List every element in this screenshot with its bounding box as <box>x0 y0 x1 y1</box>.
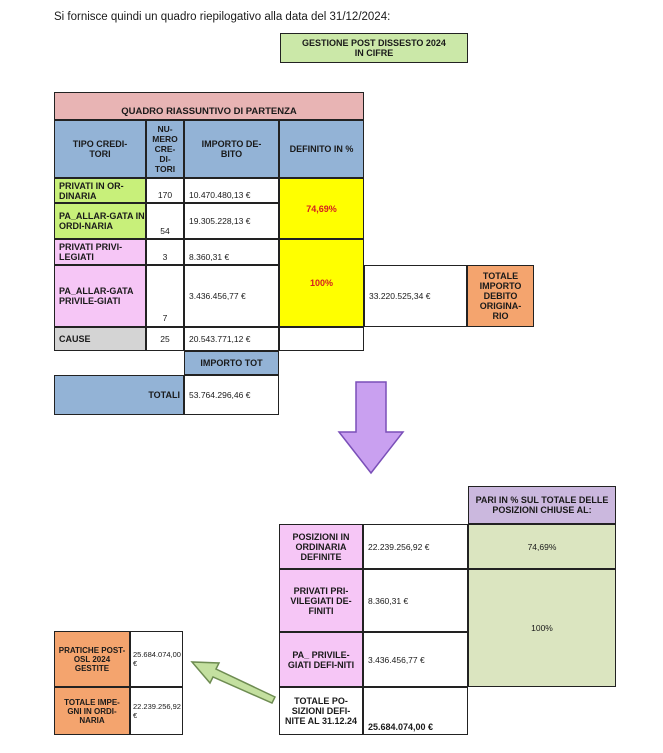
totale-impegni-label: TOTALE IMPE-GNI IN ORDI-NARIA <box>54 687 130 735</box>
definito-privilegiati-pct: 100% <box>279 239 364 327</box>
row-cause-numero: 25 <box>146 327 184 351</box>
pa-privilegiati-definiti-label: PA_ PRIVILE-GIATI DEFI-NITI <box>279 632 363 687</box>
posizioni-ordinaria-pct: 74,69% <box>468 524 616 569</box>
pa-privilegiati-definiti-value: 3.436.456,77 € <box>363 632 468 687</box>
privilegiati-pct: 100% <box>468 569 616 687</box>
row-cause-label: CAUSE <box>54 327 146 351</box>
title-box: GESTIONE POST DISSESTO 2024 IN CIFRE <box>280 33 468 63</box>
posizioni-ordinaria-label: POSIZIONI IN ORDINARIA DEFINITE <box>279 524 363 569</box>
pratiche-post-osl-value: 25.684.074,00 € <box>130 631 183 687</box>
totale-posizioni-label: TOTALE PO-SIZIONI DEFI-NITE AL 31.12.24 <box>279 687 363 735</box>
title-line-1: GESTIONE POST DISSESTO 2024 <box>302 38 446 48</box>
totali-label: TOTALI <box>54 375 184 415</box>
row-privati-privilegiati-importo: 8.360,31 € <box>184 239 279 265</box>
definito-ordinaria-pct: 74,69% <box>279 178 364 239</box>
row-pa-ordinaria-importo: 19.305.228,13 € <box>184 203 279 239</box>
row-privati-ordinaria-label: PRIVATI IN OR-DINARIA <box>54 178 146 203</box>
intro-text: Si fornisce quindi un quadro riepilogati… <box>54 11 391 23</box>
table1-title: QUADRO RIASSUNTIVO DI PARTENZA <box>54 92 364 120</box>
row-privati-ordinaria-importo: 10.470.480,13 € <box>184 178 279 203</box>
left-arrow-icon <box>190 661 277 704</box>
row-privati-ordinaria-numero: 170 <box>146 178 184 203</box>
privati-privilegiati-definiti-value: 8.360,31 € <box>363 569 468 632</box>
title-line-2: IN CIFRE <box>354 48 394 58</box>
importo-tot-label: IMPORTO TOT <box>184 351 279 375</box>
pratiche-post-osl-label: PRATICHE POST-OSL 2024 GESTITE <box>54 631 130 687</box>
row-cause-importo: 20.543.771,12 € <box>184 327 279 351</box>
row-privati-privilegiati-label: PRIVATI PRIVI-LEGIATI <box>54 239 146 265</box>
down-arrow-icon <box>337 381 405 475</box>
row-pa-privilegiati-importo: 3.436.456,77 € <box>184 265 279 327</box>
totale-posizioni-value: 25.684.074,00 € <box>363 687 468 735</box>
row-pa-ordinaria-label: PA_ALLAR-GATA IN ORDI-NARIA <box>54 203 146 239</box>
row-cause-definito-empty <box>279 327 364 351</box>
header-definito: DEFINITO IN % <box>279 120 364 178</box>
totale-impegni-value: 22.239.256,92 € <box>130 687 183 735</box>
table2-header: PARI IN % SUL TOTALE DELLE POSIZIONI CHI… <box>468 486 616 524</box>
row-pa-privilegiati-label: PA_ALLAR-GATA PRIVILE-GIATI <box>54 265 146 327</box>
row-privati-privilegiati-numero: 3 <box>146 239 184 265</box>
row-pa-privilegiati-numero: 7 <box>146 265 184 327</box>
totale-importo-label: TOTALE IMPORTO DEBITO ORIGINA-RIO <box>467 265 534 327</box>
posizioni-ordinaria-value: 22.239.256,92 € <box>363 524 468 569</box>
header-tipo-creditori: TIPO CREDI-TORI <box>54 120 146 178</box>
totali-value: 53.764.296,46 € <box>184 375 279 415</box>
header-importo-debito: IMPORTO DE-BITO <box>184 120 279 178</box>
subtotal-value: 33.220.525,34 € <box>364 265 467 327</box>
header-numero-creditori: NU-MERO CRE-DI-TORI <box>146 120 184 178</box>
privati-privilegiati-definiti-label: PRIVATI PRI-VILEGIATI DE-FINITI <box>279 569 363 632</box>
row-pa-ordinaria-numero: 54 <box>146 203 184 239</box>
